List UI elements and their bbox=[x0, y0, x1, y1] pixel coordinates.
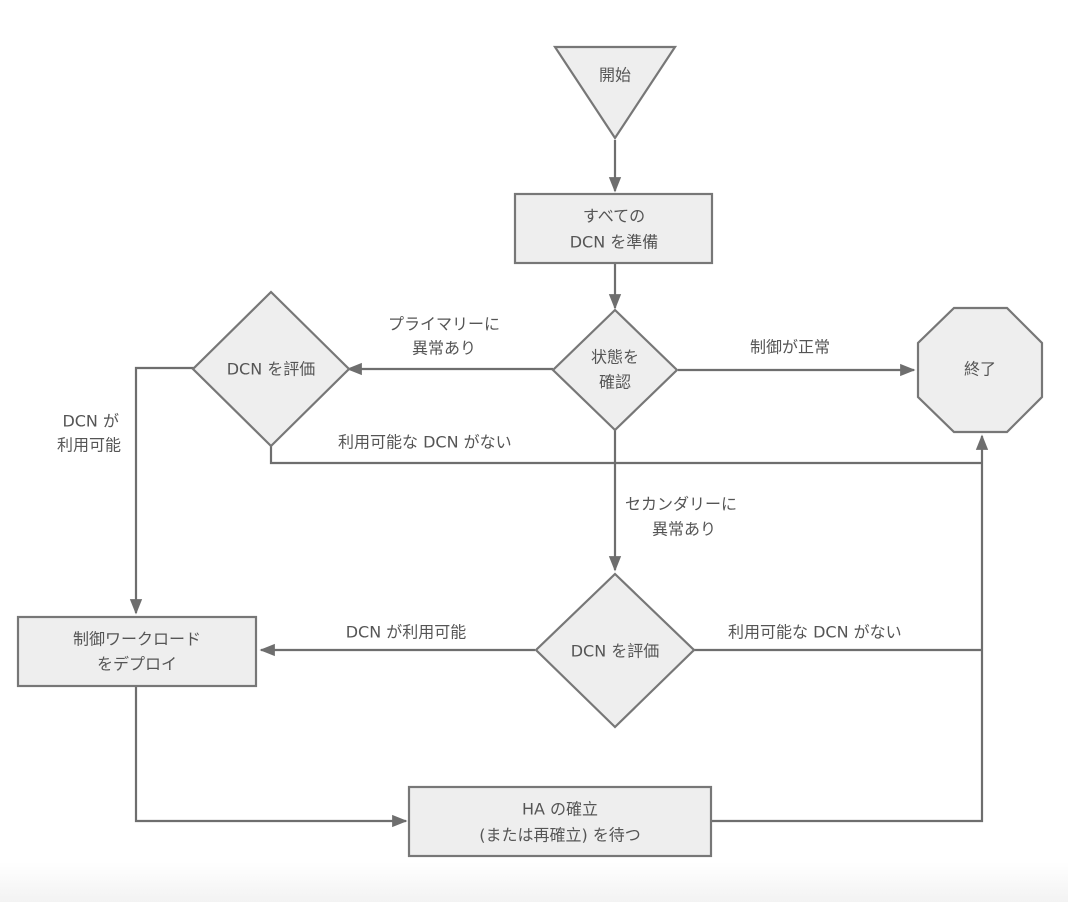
edge-deploy-to-wait bbox=[134, 687, 408, 828]
edge-wait-to-end bbox=[711, 434, 989, 823]
wait-ha-node[interactable]: HA の確立 (または再確立) を待つ bbox=[407, 785, 713, 858]
label-eval-primary-to-deploy-line1: DCN が bbox=[62, 412, 119, 431]
nodes: 開始 すべての DCN を準備 状態を 確認 終了 DCN を評価 DCN を評… bbox=[16, 45, 1044, 858]
eval-secondary-node[interactable]: DCN を評価 bbox=[534, 572, 696, 729]
deploy-node[interactable]: 制御ワークロード をデプロイ bbox=[16, 615, 258, 688]
check-node[interactable]: 状態を 確認 bbox=[551, 308, 679, 432]
label-check-to-eval-primary-line1: プライマリーに bbox=[388, 315, 500, 334]
eval-secondary-node-label: DCN を評価 bbox=[571, 642, 660, 661]
label-eval-primary-to-end: 利用可能な DCN がない bbox=[338, 433, 512, 452]
label-eval-primary-to-deploy-line2: 利用可能 bbox=[57, 436, 121, 455]
label-check-to-eval-secondary-line2: 異常あり bbox=[652, 520, 716, 539]
prepare-node[interactable]: すべての DCN を準備 bbox=[513, 192, 714, 265]
label-eval-secondary-to-deploy: DCN が利用可能 bbox=[346, 623, 467, 642]
eval-primary-node[interactable]: DCN を評価 bbox=[191, 290, 351, 448]
check-node-label-line2: 確認 bbox=[599, 373, 631, 392]
edge-eval-primary-to-end bbox=[269, 446, 982, 465]
edges bbox=[129, 140, 989, 828]
deploy-node-label-line2: をデプロイ bbox=[97, 655, 177, 674]
wait-ha-node-label-line1: HA の確立 bbox=[522, 800, 598, 819]
check-node-label-line1: 状態を bbox=[591, 348, 639, 367]
label-check-to-end: 制御が正常 bbox=[750, 338, 830, 357]
start-node-label: 開始 bbox=[599, 66, 631, 85]
edge-eval-primary-to-deploy bbox=[129, 366, 194, 615]
label-check-to-eval-secondary-line1: セカンダリーに bbox=[625, 495, 737, 514]
edge-labels: 制御が正常 プライマリーに 異常あり 利用可能な DCN がない DCN が 利… bbox=[57, 315, 902, 642]
deploy-node-label-line1: 制御ワークロード bbox=[73, 630, 201, 649]
prepare-node-label-line2: DCN を準備 bbox=[570, 233, 659, 252]
wait-ha-node-label-line2: (または再確立) を待つ bbox=[479, 826, 641, 845]
start-node[interactable]: 開始 bbox=[552, 45, 678, 140]
label-check-to-eval-primary-line2: 異常あり bbox=[412, 339, 476, 358]
end-node[interactable]: 終了 bbox=[916, 306, 1044, 434]
end-node-label: 終了 bbox=[964, 360, 996, 379]
prepare-node-label-line1: すべての bbox=[583, 207, 645, 226]
label-eval-secondary-to-end: 利用可能な DCN がない bbox=[728, 623, 902, 642]
eval-primary-node-label: DCN を評価 bbox=[227, 360, 316, 379]
